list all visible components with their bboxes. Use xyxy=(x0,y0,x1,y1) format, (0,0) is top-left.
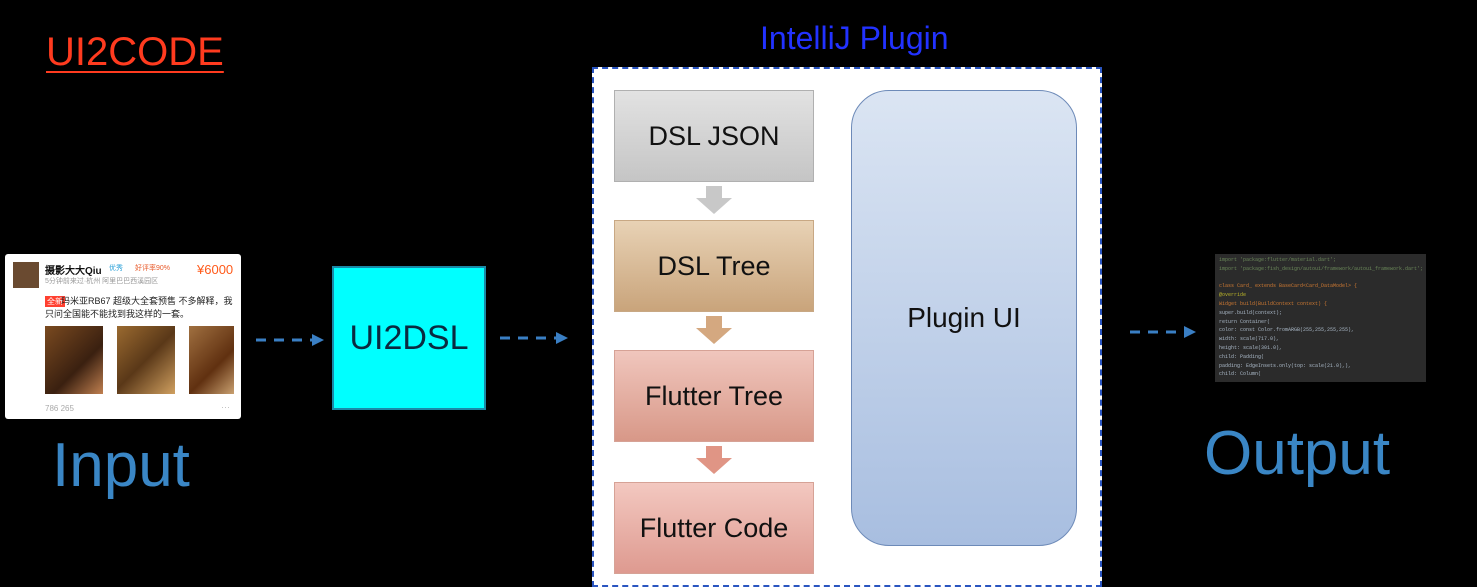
output-code-screenshot: import 'package:flutter/material.dart'; i… xyxy=(1215,254,1426,382)
down-arrow-icon xyxy=(696,186,732,214)
stage-flutter-tree: Flutter Tree xyxy=(614,350,814,442)
input-label: Input xyxy=(52,431,190,500)
card-photo xyxy=(117,326,175,394)
code-line: import 'package:flutter/material.dart'; xyxy=(1219,257,1337,263)
stage-label: DSL JSON xyxy=(648,120,780,151)
output-label: Output xyxy=(1204,419,1391,488)
code-line: child: Padding( xyxy=(1219,353,1265,360)
stage-dsl-json: DSL JSON xyxy=(614,90,814,182)
code-line: import 'package:fish_design/autoui/frame… xyxy=(1219,265,1424,272)
arrow-plugin-to-output xyxy=(1130,326,1196,338)
plugin-title: IntelliJ Plugin xyxy=(760,20,949,56)
arrow-ui2dsl-to-plugin xyxy=(500,332,568,344)
code-line: @override xyxy=(1219,292,1247,299)
code-line: super.build(context); xyxy=(1219,309,1283,316)
stage-flutter-code: Flutter Code xyxy=(614,482,814,574)
stage-dsl-tree: DSL Tree xyxy=(614,220,814,312)
diagram-title[interactable]: UI2CODE xyxy=(46,30,224,74)
input-screenshot: 摄影大大Qiu 优秀 好评率90% ¥6000 5分钟前来过·杭州 阿里巴巴西溪… xyxy=(5,254,241,419)
plugin-ui-node: Plugin UI xyxy=(851,90,1077,546)
down-arrow-icon xyxy=(696,446,732,474)
arrow-input-to-ui2dsl xyxy=(256,334,324,346)
plugin-ui-label: Plugin UI xyxy=(907,302,1021,333)
code-line: child: Column( xyxy=(1219,371,1262,378)
avatar xyxy=(13,262,39,288)
card-meta: 5分钟前来过·杭州 阿里巴巴西溪园区 xyxy=(45,278,159,285)
stage-label: Flutter Code xyxy=(639,512,789,543)
card-username: 摄影大大Qiu xyxy=(45,266,102,277)
down-arrow-icon xyxy=(696,316,732,344)
card-price: ¥6000 xyxy=(197,262,234,277)
ui2dsl-node: UI2DSL xyxy=(332,266,486,410)
code-line: color: const Color.fromARGB(255,255,255,… xyxy=(1219,327,1355,334)
more-icon: ··· xyxy=(221,402,230,412)
stage-label: Flutter Tree xyxy=(644,380,784,411)
card-description: 玛米亚RB67 超级大全套预售 不多解释，我 xyxy=(61,296,233,306)
card-rating: 好评率90% xyxy=(135,265,171,272)
card-stats: 786 265 xyxy=(45,404,74,413)
stage-label: DSL Tree xyxy=(657,250,771,281)
code-line: padding: EdgeInsets.only(top: scale(21.0… xyxy=(1219,362,1352,369)
card-tag: 全新 xyxy=(45,296,65,307)
ui2dsl-label: UI2DSL xyxy=(349,318,469,357)
code-line: Widget build(BuildContext context) { xyxy=(1219,301,1328,307)
code-line: width: scale(717.0), xyxy=(1219,336,1280,343)
card-photo xyxy=(45,326,103,394)
code-line: class Card_ extends BaseCard<Card_DataMo… xyxy=(1219,283,1358,290)
card-photo xyxy=(189,326,234,394)
code-line: height: scale(301.0), xyxy=(1219,345,1283,351)
code-line: return Container( xyxy=(1219,318,1271,325)
card-badge: 优秀 xyxy=(109,265,123,272)
card-description-line2: 只问全国能不能找到我这样的一套。 xyxy=(45,309,190,319)
